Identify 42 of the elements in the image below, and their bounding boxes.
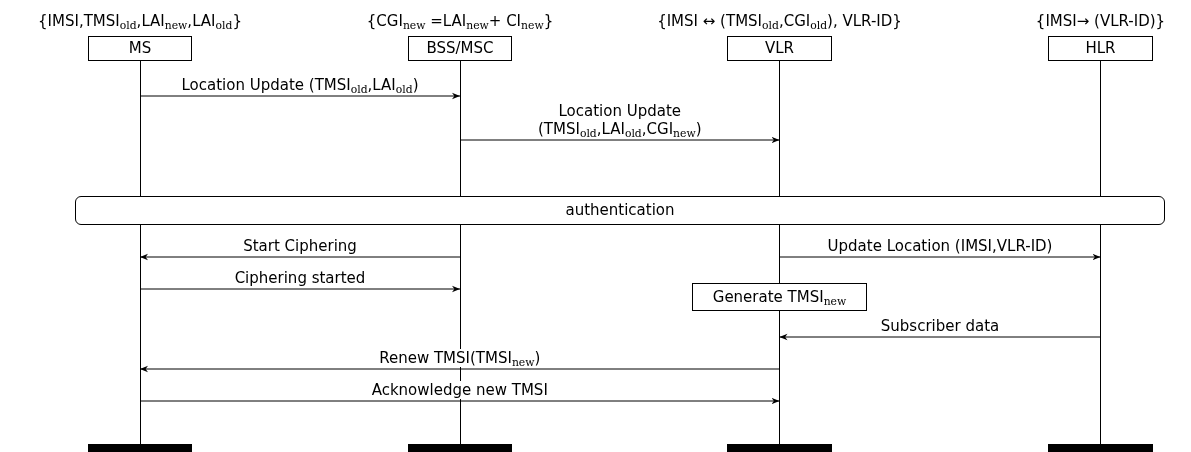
lifeline [1100,225,1101,444]
lifeline-end-bar [88,444,192,452]
message-arrow [779,333,1101,341]
lifeline [139,225,141,444]
message-arrow [139,253,461,261]
lifeline [779,61,780,196]
participant-box [1048,36,1153,61]
edge-label: Renew TMSI(TMSI$_{new}$) [377,349,543,367]
message-arrow [459,136,780,144]
lifeline [779,311,780,444]
state-annotation: {IMSI→ (VLR-ID)} [1035,12,1166,30]
edge-label: Start Ciphering [241,237,359,255]
participant-name: HLR [1085,40,1116,57]
lifeline-end-bar [1048,444,1153,452]
participant-name: MS [128,40,152,57]
lifeline [779,225,780,283]
message-arrow [139,285,461,293]
message-arrow [139,92,461,100]
lifeline [1100,61,1101,196]
lifeline [459,225,461,444]
message-arrow [779,253,1101,261]
state-annotation: {CGI$_{new}$ =LAI$_{new}$+ CI$_{new}$} [366,12,554,30]
participant-name: BSS/MSC [426,40,494,57]
message-arrow [139,365,780,373]
lifeline [459,61,461,196]
participant-name: VLR [764,40,794,57]
participant-box [88,36,192,61]
phase-band [75,196,1165,225]
state-annotation: {IMSI ↔ (TMSI$_{old}$,CGI$_{old}$), VLR-ID} [657,12,902,30]
edge-label: Acknowledge new TMSI [369,381,550,399]
action-box [692,283,867,311]
participant-box [727,36,832,61]
lifeline [139,61,141,196]
lifeline-end-bar [727,444,832,452]
phase-text: authentication [565,202,675,219]
state-annotation: {IMSI,TMSI$_{old}$,LAI$_{new}$,LAI$_{old}$} [38,12,242,30]
participant-box [408,36,512,61]
edge-label: Update Location (IMSI,VLR-ID) [825,237,1055,255]
message-arrow [139,397,780,405]
edge-label: Location Update (TMSI$_{old}$,LAI$_{old}$) [179,76,421,94]
lifeline-end-bar [408,444,512,452]
action-text: Generate TMSI$_{new}$ [712,288,847,306]
